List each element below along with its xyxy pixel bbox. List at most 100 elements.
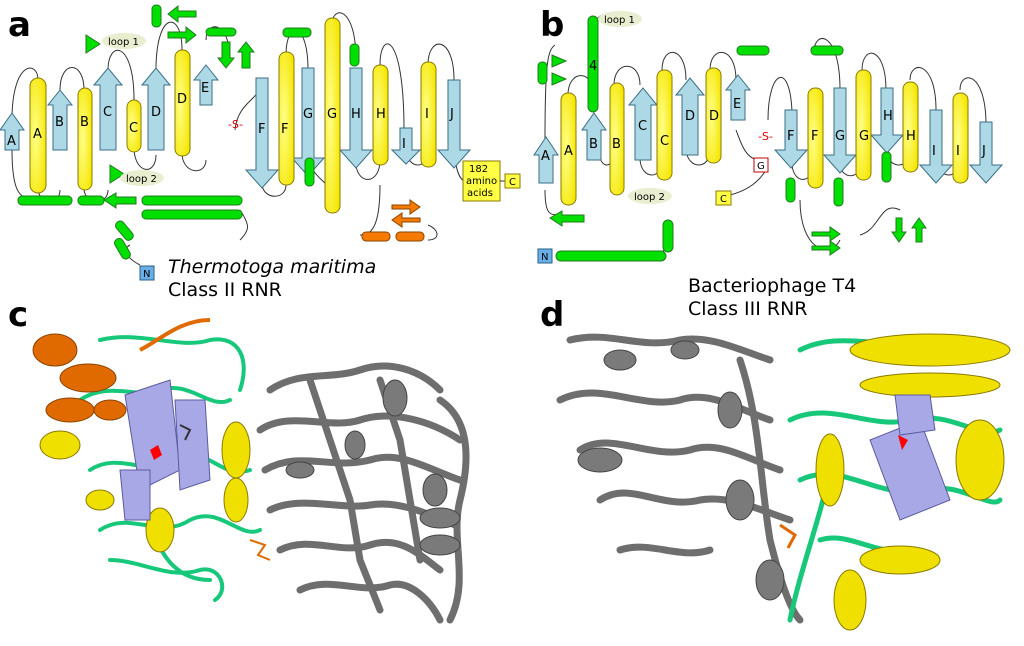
panel-d-gray-helix-coils	[577, 340, 785, 601]
helix-b-A	[560, 92, 577, 206]
helix-a-H	[372, 64, 389, 166]
panel-b-c-label: C	[720, 194, 727, 205]
panel-c-letter: c	[8, 295, 28, 335]
strand-a-F	[244, 77, 280, 189]
strand-b-A	[533, 136, 559, 184]
panel-a-topology: a	[0, 4, 521, 301]
panel-b-strands	[533, 74, 1004, 184]
panel-a-cterm-line3: acids	[467, 188, 493, 199]
strand-a-B	[46, 89, 74, 151]
helix-b-C	[656, 69, 673, 181]
svg-text:C: C	[638, 119, 647, 134]
panel-c-structure: c	[8, 295, 470, 624]
helix-a-D	[174, 49, 191, 157]
svg-text:D: D	[177, 92, 187, 107]
svg-text:A: A	[7, 134, 16, 149]
svg-text:J: J	[449, 107, 454, 122]
helix-a-I	[420, 61, 437, 168]
panel-a-green-elements	[17, 4, 360, 260]
panel-b-class: Class III RNR	[688, 298, 808, 320]
svg-text:F: F	[258, 122, 265, 137]
panel-b-n-label: N	[541, 252, 548, 263]
svg-text:B: B	[589, 137, 598, 152]
panel-a-cterm-box	[462, 160, 501, 202]
svg-text:B: B	[80, 115, 89, 130]
panel-a-loop1-label: loop 1	[108, 37, 139, 48]
helix-b-F	[807, 87, 824, 189]
strand-a-I	[390, 127, 422, 165]
svg-text:A: A	[564, 144, 573, 159]
svg-text:D: D	[709, 109, 719, 124]
svg-text:H: H	[376, 107, 386, 122]
svg-text:G: G	[859, 129, 869, 144]
svg-text:C: C	[103, 105, 112, 120]
panel-a-n-box	[139, 265, 155, 281]
panel-a-strands	[0, 64, 472, 189]
panel-d-yellow-helices	[815, 333, 1011, 631]
strand-b-J	[968, 121, 1004, 184]
panel-a-cterm-line2: amino	[466, 176, 497, 187]
strand-a-G	[290, 67, 326, 177]
panel-b-loop2-bubble	[628, 188, 672, 204]
panel-b-n-box	[537, 248, 553, 264]
panel-a-n-label: N	[143, 269, 150, 280]
panel-b-loop2-label: loop 2	[634, 192, 665, 203]
panel-b-loop1-bubble	[598, 11, 642, 27]
helix-b-G	[855, 69, 872, 181]
strand-a-H	[338, 67, 374, 169]
svg-text:I: I	[956, 144, 960, 159]
svg-text:E: E	[201, 81, 209, 96]
svg-text:I: I	[425, 107, 429, 122]
panel-a-class: Class II RNR	[168, 279, 282, 301]
svg-text:J: J	[981, 144, 986, 159]
strand-b-F	[773, 109, 809, 169]
panel-c-orange-loop	[139, 318, 211, 352]
panel-c-orange-helices	[32, 333, 127, 423]
panel-b-g-box	[753, 157, 769, 173]
strand-a-C	[92, 67, 124, 151]
panel-b-cys-symbol: -S-	[758, 130, 773, 143]
svg-text:F: F	[281, 122, 288, 137]
svg-text:D: D	[685, 109, 695, 124]
panel-d-structure: d	[540, 295, 1011, 631]
svg-text:G: G	[303, 107, 313, 122]
panel-a-loop2-label: loop 2	[126, 174, 157, 185]
panel-a-c-label: C	[509, 177, 516, 188]
svg-text:E: E	[733, 97, 741, 112]
svg-text:G: G	[835, 129, 845, 144]
panel-a-element-labels: A A B B C C D D E F F G G H H I I J	[7, 81, 454, 152]
svg-text:H: H	[351, 107, 361, 122]
panel-a-cterm-line1: 182	[469, 164, 488, 175]
helix-a-G	[324, 17, 341, 214]
strand-a-J	[436, 79, 472, 169]
helix-a-A	[29, 77, 47, 194]
panel-b-organism: Bacteriophage T4	[688, 275, 856, 297]
panel-b-topology: b	[533, 5, 1004, 320]
panel-d-active-site	[779, 435, 908, 549]
svg-text:F: F	[787, 129, 794, 144]
panel-b-letter: b	[540, 5, 564, 45]
panel-d-gray-subunit	[556, 333, 804, 624]
svg-text:C: C	[129, 121, 138, 136]
svg-text:C: C	[660, 134, 669, 149]
strand-b-I	[918, 109, 954, 184]
helix-a-C	[126, 99, 142, 153]
strand-b-H	[869, 87, 905, 154]
panel-c-active-site	[150, 424, 271, 561]
panel-b-green-elements	[537, 15, 927, 262]
svg-text:A: A	[541, 149, 550, 164]
panel-c-gray-subunit	[256, 362, 470, 624]
strand-b-C	[627, 87, 659, 161]
strand-b-G	[822, 87, 858, 174]
helix-a-B	[77, 87, 93, 191]
panel-b-loop1-label: loop 1	[604, 15, 635, 26]
strand-b-D	[674, 77, 706, 156]
svg-text:B: B	[612, 137, 621, 152]
svg-text:I: I	[932, 144, 936, 159]
svg-text:4: 4	[589, 59, 597, 74]
helix-b-I	[952, 92, 969, 184]
strand-b-E	[724, 74, 752, 121]
svg-text:F: F	[811, 129, 818, 144]
helix-a-F	[278, 51, 295, 186]
